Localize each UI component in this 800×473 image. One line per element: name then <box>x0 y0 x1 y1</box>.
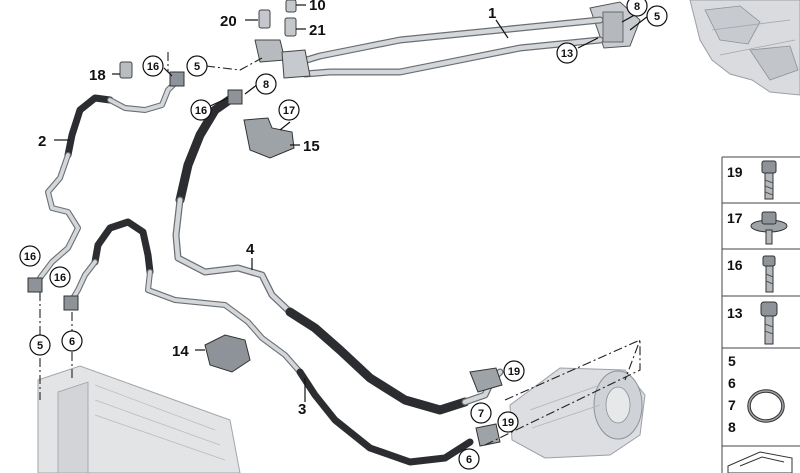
callout-circle <box>556 42 578 64</box>
callout-circle <box>186 55 208 77</box>
refrigerant-lines <box>37 16 604 466</box>
circled-callout-19: 19 <box>497 411 519 433</box>
legend-label-6: 6 <box>728 375 736 391</box>
reference-lines <box>39 52 641 446</box>
flange-screw-icon <box>750 211 788 245</box>
fastener-legend: 19 17 16 13 5 6 7 8 <box>721 156 800 473</box>
circled-callout-19: 19 <box>503 360 525 382</box>
circled-callout-17: 17 <box>278 99 300 121</box>
circled-callout-7: 7 <box>470 402 492 424</box>
callout-number: 16 <box>195 105 207 117</box>
callout-number: 19 <box>508 366 520 378</box>
callout-number: 7 <box>478 408 484 420</box>
o-ring-icon <box>747 389 785 423</box>
callout-number: 6 <box>466 454 472 466</box>
circled-callout-8: 8 <box>255 73 277 95</box>
circled-callout-6: 6 <box>458 448 480 470</box>
callout-circle <box>497 411 519 433</box>
condenser-illustration <box>37 365 241 473</box>
callout-circle <box>61 330 83 352</box>
callout-number: 16 <box>54 272 66 284</box>
callout-circle <box>626 0 648 17</box>
callout-2: 2 <box>38 133 46 150</box>
legend-label-8: 8 <box>728 419 736 435</box>
callout-15: 15 <box>303 138 320 155</box>
callout-circle <box>646 5 668 27</box>
circled-callout-5: 5 <box>646 5 668 27</box>
circled-callout-6: 6 <box>61 330 83 352</box>
callout-number: 5 <box>194 61 200 73</box>
circled-callout-5: 5 <box>29 334 51 356</box>
callout-1: 1 <box>488 5 496 22</box>
callout-18: 18 <box>89 67 106 84</box>
callout-number: 5 <box>37 340 43 352</box>
circled-callout-16: 16 <box>49 266 71 288</box>
callout-circle <box>255 73 277 95</box>
callout-number: 6 <box>69 336 75 348</box>
callout-21: 21 <box>309 22 326 39</box>
callout-circle <box>19 245 41 267</box>
callout-number: 19 <box>502 417 514 429</box>
callout-number: 5 <box>654 11 660 23</box>
legend-label-16: 16 <box>727 257 743 273</box>
callout-labels: 1 2 3 4 10 14 15 18 20 21 <box>38 0 496 418</box>
circled-callout-8: 8 <box>626 0 648 17</box>
circled-callout-16: 16 <box>19 245 41 267</box>
fasteners-and-brackets <box>27 0 503 447</box>
callout-number: 16 <box>24 251 36 263</box>
callout-number: 13 <box>561 48 573 60</box>
callout-4: 4 <box>246 241 255 258</box>
compressor-illustration <box>509 367 646 459</box>
circled-callout-5: 5 <box>186 55 208 77</box>
bolt-icon <box>760 301 778 345</box>
callout-3: 3 <box>298 401 306 418</box>
circled-callout-13: 13 <box>556 42 578 64</box>
engine-block-illustration <box>689 0 800 96</box>
callout-circle <box>278 99 300 121</box>
callout-14: 14 <box>172 343 189 360</box>
bolt-icon <box>762 255 776 293</box>
legend-label-7: 7 <box>728 397 736 413</box>
callout-circle <box>503 360 525 382</box>
callout-circle <box>49 266 71 288</box>
circled-callout-16: 16 <box>190 99 212 121</box>
callout-circle <box>458 448 480 470</box>
callout-number: 17 <box>283 105 295 117</box>
legend-label-5: 5 <box>728 353 736 369</box>
legend-label-19: 19 <box>727 164 743 180</box>
legend-label-17: 17 <box>727 210 743 226</box>
callout-circle <box>142 55 164 77</box>
callout-20: 20 <box>220 13 237 30</box>
callout-number: 16 <box>147 61 159 73</box>
callout-circle <box>190 99 212 121</box>
callout-number: 8 <box>634 1 640 13</box>
callout-circle <box>29 334 51 356</box>
circled-callout-16: 16 <box>142 55 164 77</box>
legend-label-13: 13 <box>727 305 743 321</box>
callout-10: 10 <box>309 0 326 14</box>
callout-circle <box>470 402 492 424</box>
bolt-icon <box>761 160 777 200</box>
callout-number: 8 <box>263 79 269 91</box>
